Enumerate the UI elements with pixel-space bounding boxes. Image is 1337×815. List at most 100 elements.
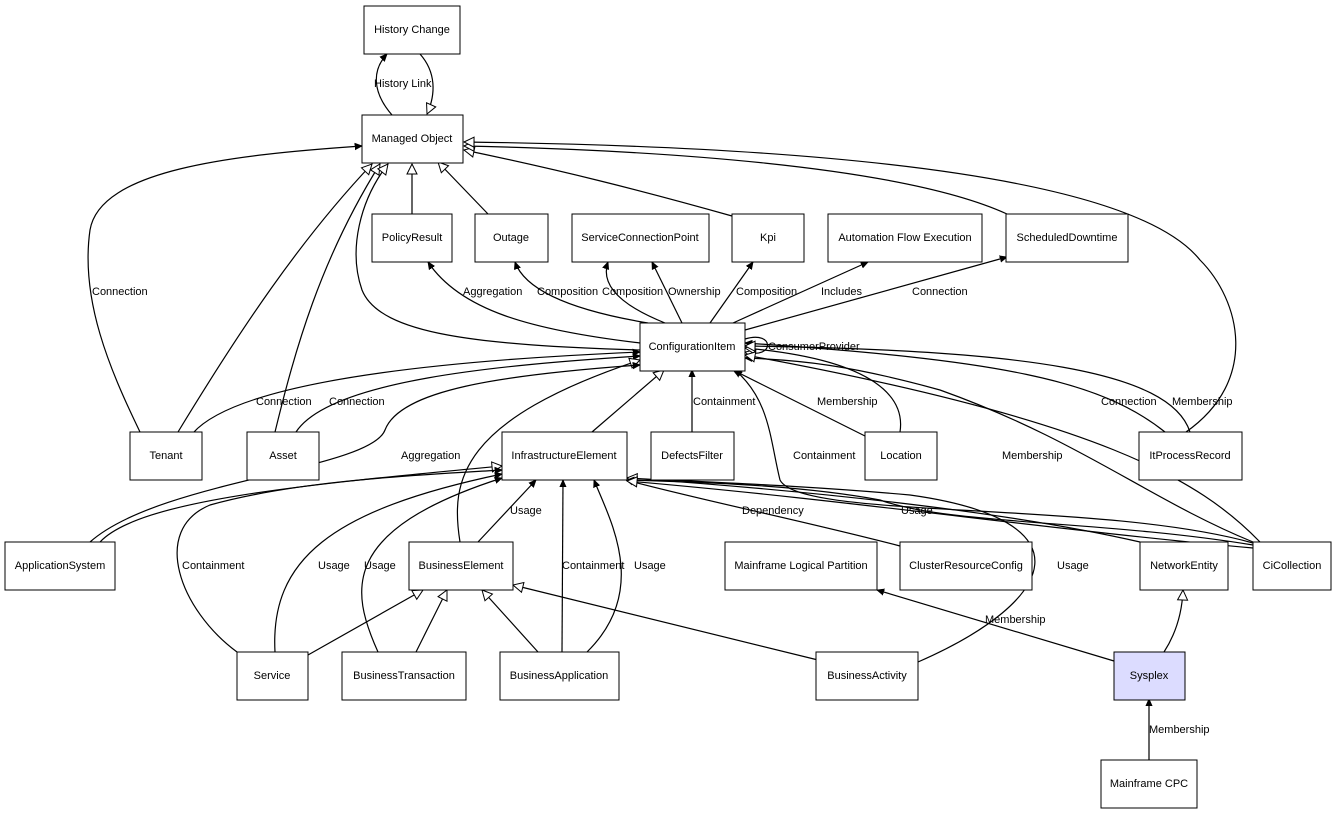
node-sysplex[interactable]: Sysplex: [1113, 651, 1186, 701]
node-label: History Change: [374, 24, 450, 36]
node-label: Mainframe CPC: [1110, 778, 1188, 790]
edge-ci-sd: [744, 257, 1007, 331]
node-mainframe-cpc[interactable]: Mainframe CPC: [1100, 759, 1198, 809]
edge-label: Connection: [329, 396, 385, 408]
edge-service-be-inherit: [307, 590, 423, 656]
node-managed-object[interactable]: Managed Object: [361, 114, 464, 164]
node-infrastructure-element[interactable]: InfrastructureElement: [501, 431, 628, 481]
node-scheduled-downtime[interactable]: ScheduledDowntime: [1005, 213, 1129, 263]
node-business-transaction[interactable]: BusinessTransaction: [341, 651, 467, 701]
node-ci-collection[interactable]: CiCollection: [1252, 541, 1332, 591]
edge-label: Usage: [364, 560, 396, 572]
edge-bt-be-inherit: [415, 590, 448, 653]
node-label: Service: [254, 670, 291, 682]
node-label: Asset: [269, 450, 297, 462]
node-location[interactable]: Location: [864, 431, 938, 481]
edge-ci-self-provider: [745, 336, 769, 353]
edge-label: Composition: [736, 286, 797, 298]
node-label: DefectsFilter: [661, 450, 723, 462]
node-label: ServiceConnectionPoint: [581, 232, 698, 244]
node-asset[interactable]: Asset: [246, 431, 320, 481]
node-label: ItProcessRecord: [1149, 450, 1230, 462]
node-cluster-resource-config[interactable]: ClusterResourceConfig: [899, 541, 1033, 591]
node-label: CiCollection: [1263, 560, 1322, 572]
edge-itpr-ci-inherit: [745, 346, 1191, 433]
node-label: BusinessTransaction: [353, 670, 455, 682]
node-business-activity[interactable]: BusinessActivity: [815, 651, 919, 701]
edge-cicoll-ci-membership: [745, 358, 1254, 543]
node-label: Sysplex: [1130, 670, 1169, 682]
node-label: Kpi: [760, 232, 776, 244]
edge-label: Composition: [537, 286, 598, 298]
edge-label: Containment: [182, 560, 244, 572]
node-label: BusinessElement: [419, 560, 504, 572]
node-label: Outage: [493, 232, 529, 244]
node-label: ApplicationSystem: [15, 560, 106, 572]
edge-history-link-down: [419, 53, 433, 114]
edge-location-ci-inherit: [745, 348, 902, 433]
node-service[interactable]: Service: [236, 651, 309, 701]
node-label: ConfigurationItem: [649, 341, 736, 353]
edge-kpi-mo: [464, 150, 733, 217]
edge-sysplex-ne-inherit: [1163, 590, 1183, 653]
node-kpi[interactable]: Kpi: [731, 213, 805, 263]
node-label: ClusterResourceConfig: [909, 560, 1023, 572]
edge-label: Includes: [821, 286, 862, 298]
edge-label: Membership: [985, 614, 1046, 626]
edge-label: Usage: [901, 505, 933, 517]
edge-asset-ci-connection: [295, 356, 640, 433]
edge-label: Connection: [1101, 396, 1157, 408]
edge-label: Connection: [92, 286, 148, 298]
edge-service-ie-containment: [176, 470, 502, 653]
edge-ie-ci: [591, 370, 664, 433]
node-defects-filter[interactable]: DefectsFilter: [650, 431, 735, 481]
node-history-change[interactable]: History Change: [363, 5, 461, 55]
edge-label: Usage: [510, 505, 542, 517]
edge-label: Containment: [693, 396, 755, 408]
edge-bact-ie-usage: [627, 478, 1036, 663]
edge-label: Membership: [817, 396, 878, 408]
edge-label: Aggregation: [463, 286, 522, 298]
edge-label: Membership: [1172, 396, 1233, 408]
node-network-entity[interactable]: NetworkEntity: [1139, 541, 1229, 591]
edge-appsys-ci-aggregation: [89, 365, 640, 543]
edge-service-ie-usage: [274, 474, 502, 653]
edge-bact-be-inherit: [513, 585, 819, 661]
node-outage[interactable]: Outage: [474, 213, 549, 263]
node-service-connection-point[interactable]: ServiceConnectionPoint: [571, 213, 710, 263]
node-tenant[interactable]: Tenant: [129, 431, 203, 481]
node-label: Managed Object: [372, 133, 453, 145]
node-configuration-item[interactable]: ConfigurationItem: [639, 322, 746, 372]
edge-tenant-mo-inherit: [177, 164, 372, 433]
edge-itpr-ci-connection: [745, 343, 1166, 433]
edge-ci-mo-inherit: [355, 164, 641, 351]
edge-sysplex-mlp-membership: [877, 590, 1115, 662]
edge-be-ci-inherit: [456, 360, 640, 543]
node-automation-flow-execution[interactable]: Automation Flow Execution: [827, 213, 983, 263]
edge-label: Usage: [634, 560, 666, 572]
edge-label: Dependency: [742, 505, 804, 517]
edge-label: Usage: [318, 560, 350, 572]
edge-label: Connection: [912, 286, 968, 298]
edge-label: Aggregation: [401, 450, 460, 462]
edge-ci-afe: [732, 261, 868, 324]
node-policy-result[interactable]: PolicyResult: [371, 213, 453, 263]
node-application-system[interactable]: ApplicationSystem: [4, 541, 116, 591]
edge-ci-outage: [515, 262, 649, 324]
node-mainframe-logical-partition[interactable]: Mainframe Logical Partition: [724, 541, 878, 591]
edge-labels: History Link Connection Aggregation Comp…: [92, 78, 1233, 736]
edge-crc-ie-dependency: [626, 480, 901, 547]
edge-label: Composition: [602, 286, 663, 298]
node-business-element[interactable]: BusinessElement: [408, 541, 514, 591]
edge-label: Usage: [1057, 560, 1089, 572]
node-it-process-record[interactable]: ItProcessRecord: [1138, 431, 1243, 481]
node-label: Mainframe Logical Partition: [734, 560, 867, 572]
edge-label: Ownership: [668, 286, 721, 298]
edge-cicoll-ci-inherit: [745, 355, 1261, 543]
edge-ne-ie-usage: [627, 480, 1254, 546]
edge-ci-scp-ownership: [651, 262, 683, 324]
node-business-application[interactable]: BusinessApplication: [499, 651, 620, 701]
nodes: History Change Managed Object PolicyResu…: [4, 5, 1332, 809]
edge-appsys-ie-inherit: [99, 466, 502, 543]
